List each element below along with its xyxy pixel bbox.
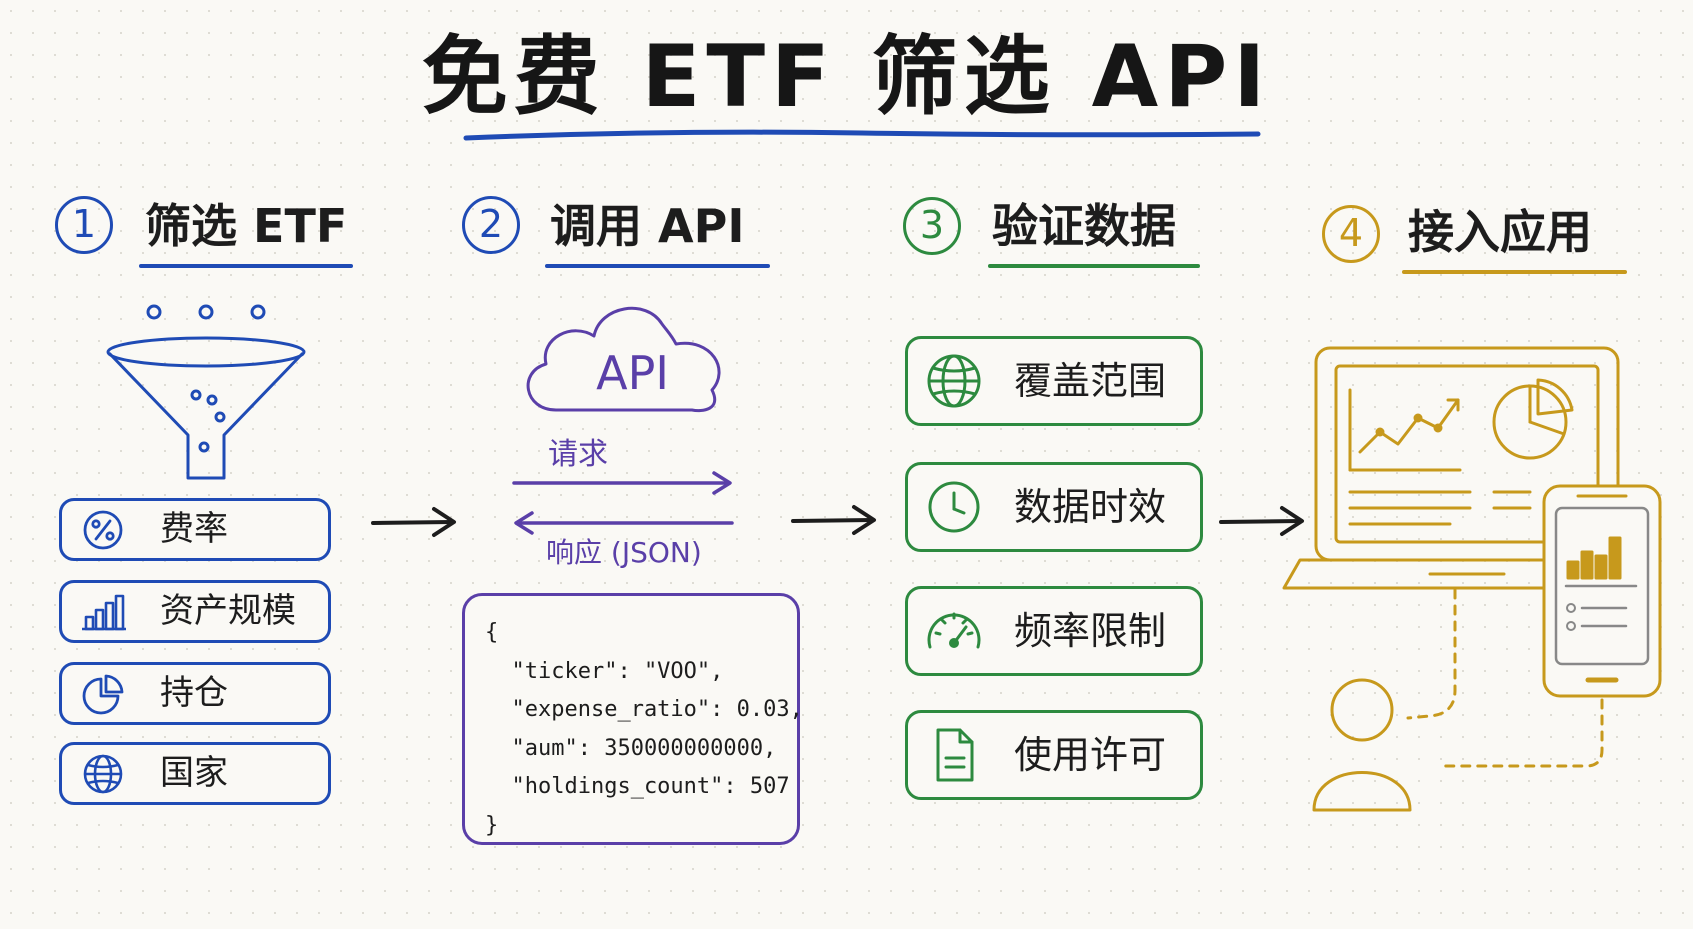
filter-holdings[interactable]: 持仓	[59, 662, 331, 725]
check-label: 频率限制	[1014, 609, 1167, 653]
step-4-title: 接入应用	[1408, 205, 1592, 259]
filter-expense-ratio[interactable]: 费率	[59, 498, 331, 561]
code-line: "expense_ratio": 0.03,	[485, 697, 803, 722]
percent-icon	[83, 510, 123, 550]
step-4-number: 4	[1322, 205, 1380, 263]
step-2-underline	[545, 264, 770, 268]
response-label: 响应 (JSON)	[546, 536, 702, 569]
step-1-number: 1	[55, 196, 113, 254]
code-line: "holdings_count": 507	[485, 774, 790, 799]
globe-icon	[83, 754, 123, 794]
cloud-api-label: API	[596, 346, 669, 400]
page-title: 免费 ETF 筛选 API	[421, 27, 1272, 127]
request-label: 请求	[548, 437, 608, 472]
filter-label: 资产规模	[160, 591, 296, 631]
app-integration-illustration	[1282, 346, 1662, 812]
check-rate-limit[interactable]: 频率限制	[905, 586, 1203, 676]
code-line: "aum": 350000000000,	[485, 735, 777, 761]
arrow-right-icon	[371, 507, 456, 537]
pie-chart-icon	[82, 674, 124, 715]
code-line: {	[485, 620, 499, 645]
step-1-underline	[139, 264, 353, 268]
check-license[interactable]: 使用许可	[905, 710, 1203, 800]
step-2-number: 2	[462, 196, 520, 254]
filter-label: 持仓	[160, 673, 228, 713]
arrow-right-icon	[1219, 506, 1304, 536]
json-response-box: { "ticker": "VOO", "expense_ratio": 0.03…	[462, 593, 803, 845]
document-icon	[936, 728, 974, 782]
globe-icon	[927, 354, 981, 408]
step-2-title: 调用 API	[550, 199, 745, 253]
bar-chart-icon	[82, 594, 126, 631]
user-icon	[1312, 678, 1412, 812]
filter-country[interactable]: 国家	[59, 742, 331, 805]
filter-label: 费率	[160, 509, 228, 549]
speedometer-icon	[927, 612, 981, 649]
arrow-right-icon	[791, 505, 876, 535]
check-coverage[interactable]: 覆盖范围	[905, 336, 1203, 426]
check-label: 覆盖范围	[1014, 359, 1167, 403]
step-3-number: 3	[903, 197, 961, 255]
check-freshness[interactable]: 数据时效	[905, 462, 1203, 552]
phone-icon	[1542, 484, 1662, 698]
check-label: 数据时效	[1014, 485, 1167, 529]
title-underline	[463, 129, 1261, 141]
funnel-icon	[106, 304, 306, 480]
request-response-arrows	[512, 471, 734, 535]
code-line: "ticker": "VOO",	[485, 658, 724, 684]
filter-aum[interactable]: 资产规模	[59, 580, 331, 643]
code-line: }	[485, 812, 499, 838]
check-label: 使用许可	[1014, 733, 1167, 777]
step-1-title: 筛选 ETF	[145, 199, 348, 253]
cloud-icon	[526, 306, 721, 413]
clock-icon	[928, 481, 980, 533]
json-code: { "ticker": "VOO", "expense_ratio": 0.03…	[485, 614, 803, 845]
filter-label: 国家	[160, 753, 228, 793]
step-4-underline	[1402, 270, 1627, 274]
step-3-underline	[988, 264, 1200, 268]
step-3-title: 验证数据	[992, 199, 1176, 253]
